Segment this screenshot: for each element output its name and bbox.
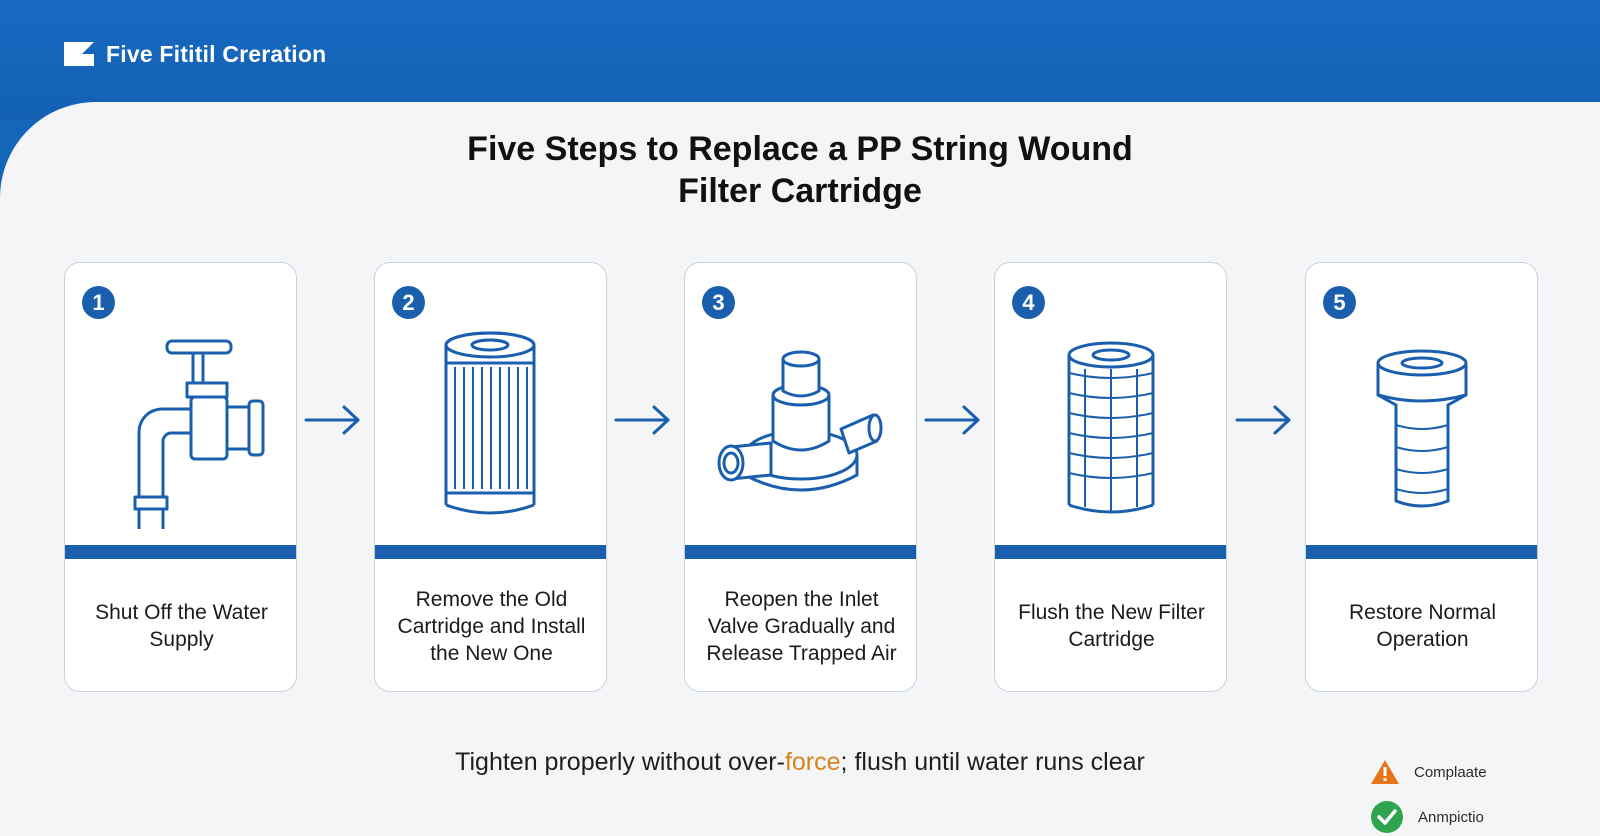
warning-icon: [1371, 760, 1399, 784]
step-card-3: 3 Reopen the Inlet Valve Gradually and R…: [684, 262, 917, 692]
card-band: [375, 545, 606, 559]
step-number-badge: 1: [82, 286, 115, 319]
arrow-right-icon: [304, 405, 360, 435]
step-label: Shut Off the Water Supply: [95, 601, 268, 651]
title-line-1: Five Steps to Replace a PP String Wound: [467, 130, 1133, 168]
note-text: Tighten properly without over-: [455, 748, 785, 776]
header-bar: [0, 0, 1600, 120]
card-band: [65, 545, 296, 559]
step-card-1: 1 Shut Off the Water Supply: [64, 262, 297, 692]
step-card-2: 2 Remove the Old Cartridge and Install t…: [374, 262, 607, 692]
step-label: Restore Normal Operation: [1348, 601, 1497, 651]
card-band: [685, 545, 916, 559]
valve-icon: [717, 350, 883, 492]
note-highlight: force: [784, 748, 841, 776]
cartridge-icon: [444, 331, 536, 515]
housing-icon: [1376, 349, 1468, 508]
page-title: Five Steps to Replace a PP String Wound …: [0, 128, 1600, 212]
card-band: [1306, 545, 1537, 559]
step-card-4: 4 Flush the New Filter Cartridge: [994, 262, 1227, 692]
legend-label: Complaate: [1414, 763, 1487, 781]
legend-item-check: Anmpictio: [1370, 800, 1484, 834]
step-label: Flush the New Filter Cartridge: [1018, 601, 1205, 651]
check-circle-icon: [1371, 801, 1403, 833]
card-band: [995, 545, 1226, 559]
faucet-icon: [133, 339, 265, 529]
new-cartridge-icon: [1067, 341, 1155, 514]
title-line-2: Filter Cartridge: [678, 172, 922, 210]
step-number-badge: 5: [1323, 286, 1356, 319]
footer-note: Tighten properly without over-force; flu…: [0, 748, 1600, 777]
logo-icon: [64, 42, 94, 66]
arrow-right-icon: [1235, 405, 1291, 435]
note-text-end: ; flush until water runs clear: [840, 748, 1145, 776]
brand-name: Five Fititil Creration: [106, 40, 327, 67]
arrow-right-icon: [614, 405, 670, 435]
step-label: Reopen the Inlet Valve Gradually and Rel…: [706, 587, 897, 665]
step-number-badge: 4: [1012, 286, 1045, 319]
step-label: Remove the Old Cartridge and Install the…: [397, 587, 586, 665]
step-number-badge: 3: [702, 286, 735, 319]
arrow-right-icon: [924, 405, 980, 435]
legend-label: Anmpictio: [1418, 808, 1484, 826]
step-number-badge: 2: [392, 286, 425, 319]
brand: Five Fititil Creration: [62, 40, 326, 68]
step-card-5: 5 Restore Normal Operation: [1305, 262, 1538, 692]
legend-item-warning: Complaate: [1370, 758, 1487, 786]
